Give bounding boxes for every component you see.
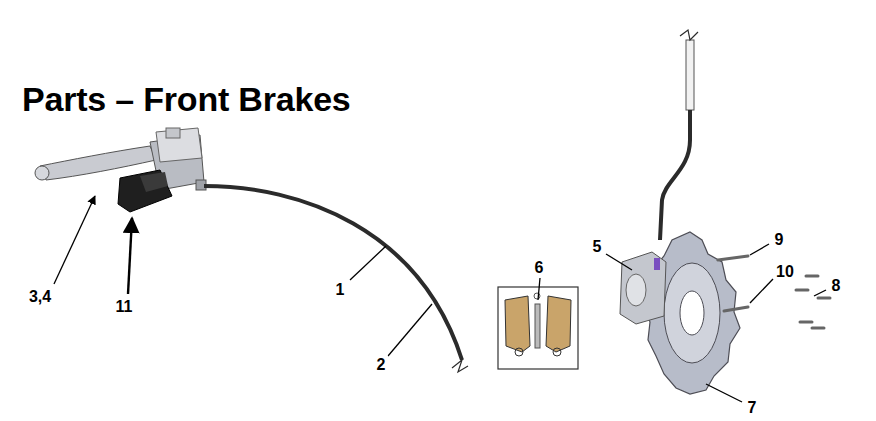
callout-number: 9 [773,230,786,250]
leader-lines [54,196,826,402]
caliper [620,252,666,324]
bolts [718,256,830,328]
callout-number: 8 [830,276,843,296]
lever-assembly [35,128,206,212]
callout-number: 11 [114,297,135,317]
callout-number: 10 [774,262,796,282]
page-title: Parts – Front Brakes [22,80,351,119]
callout-number: 2 [375,355,388,375]
caliper-hose [660,30,698,240]
break-mark [452,360,468,372]
callout-number: 3,4 [27,287,53,307]
callout-number: 6 [533,258,546,278]
callout-number: 7 [746,398,759,418]
callout-number: 1 [334,280,347,300]
brake-hose [204,186,462,360]
callout-number: 5 [591,237,604,257]
